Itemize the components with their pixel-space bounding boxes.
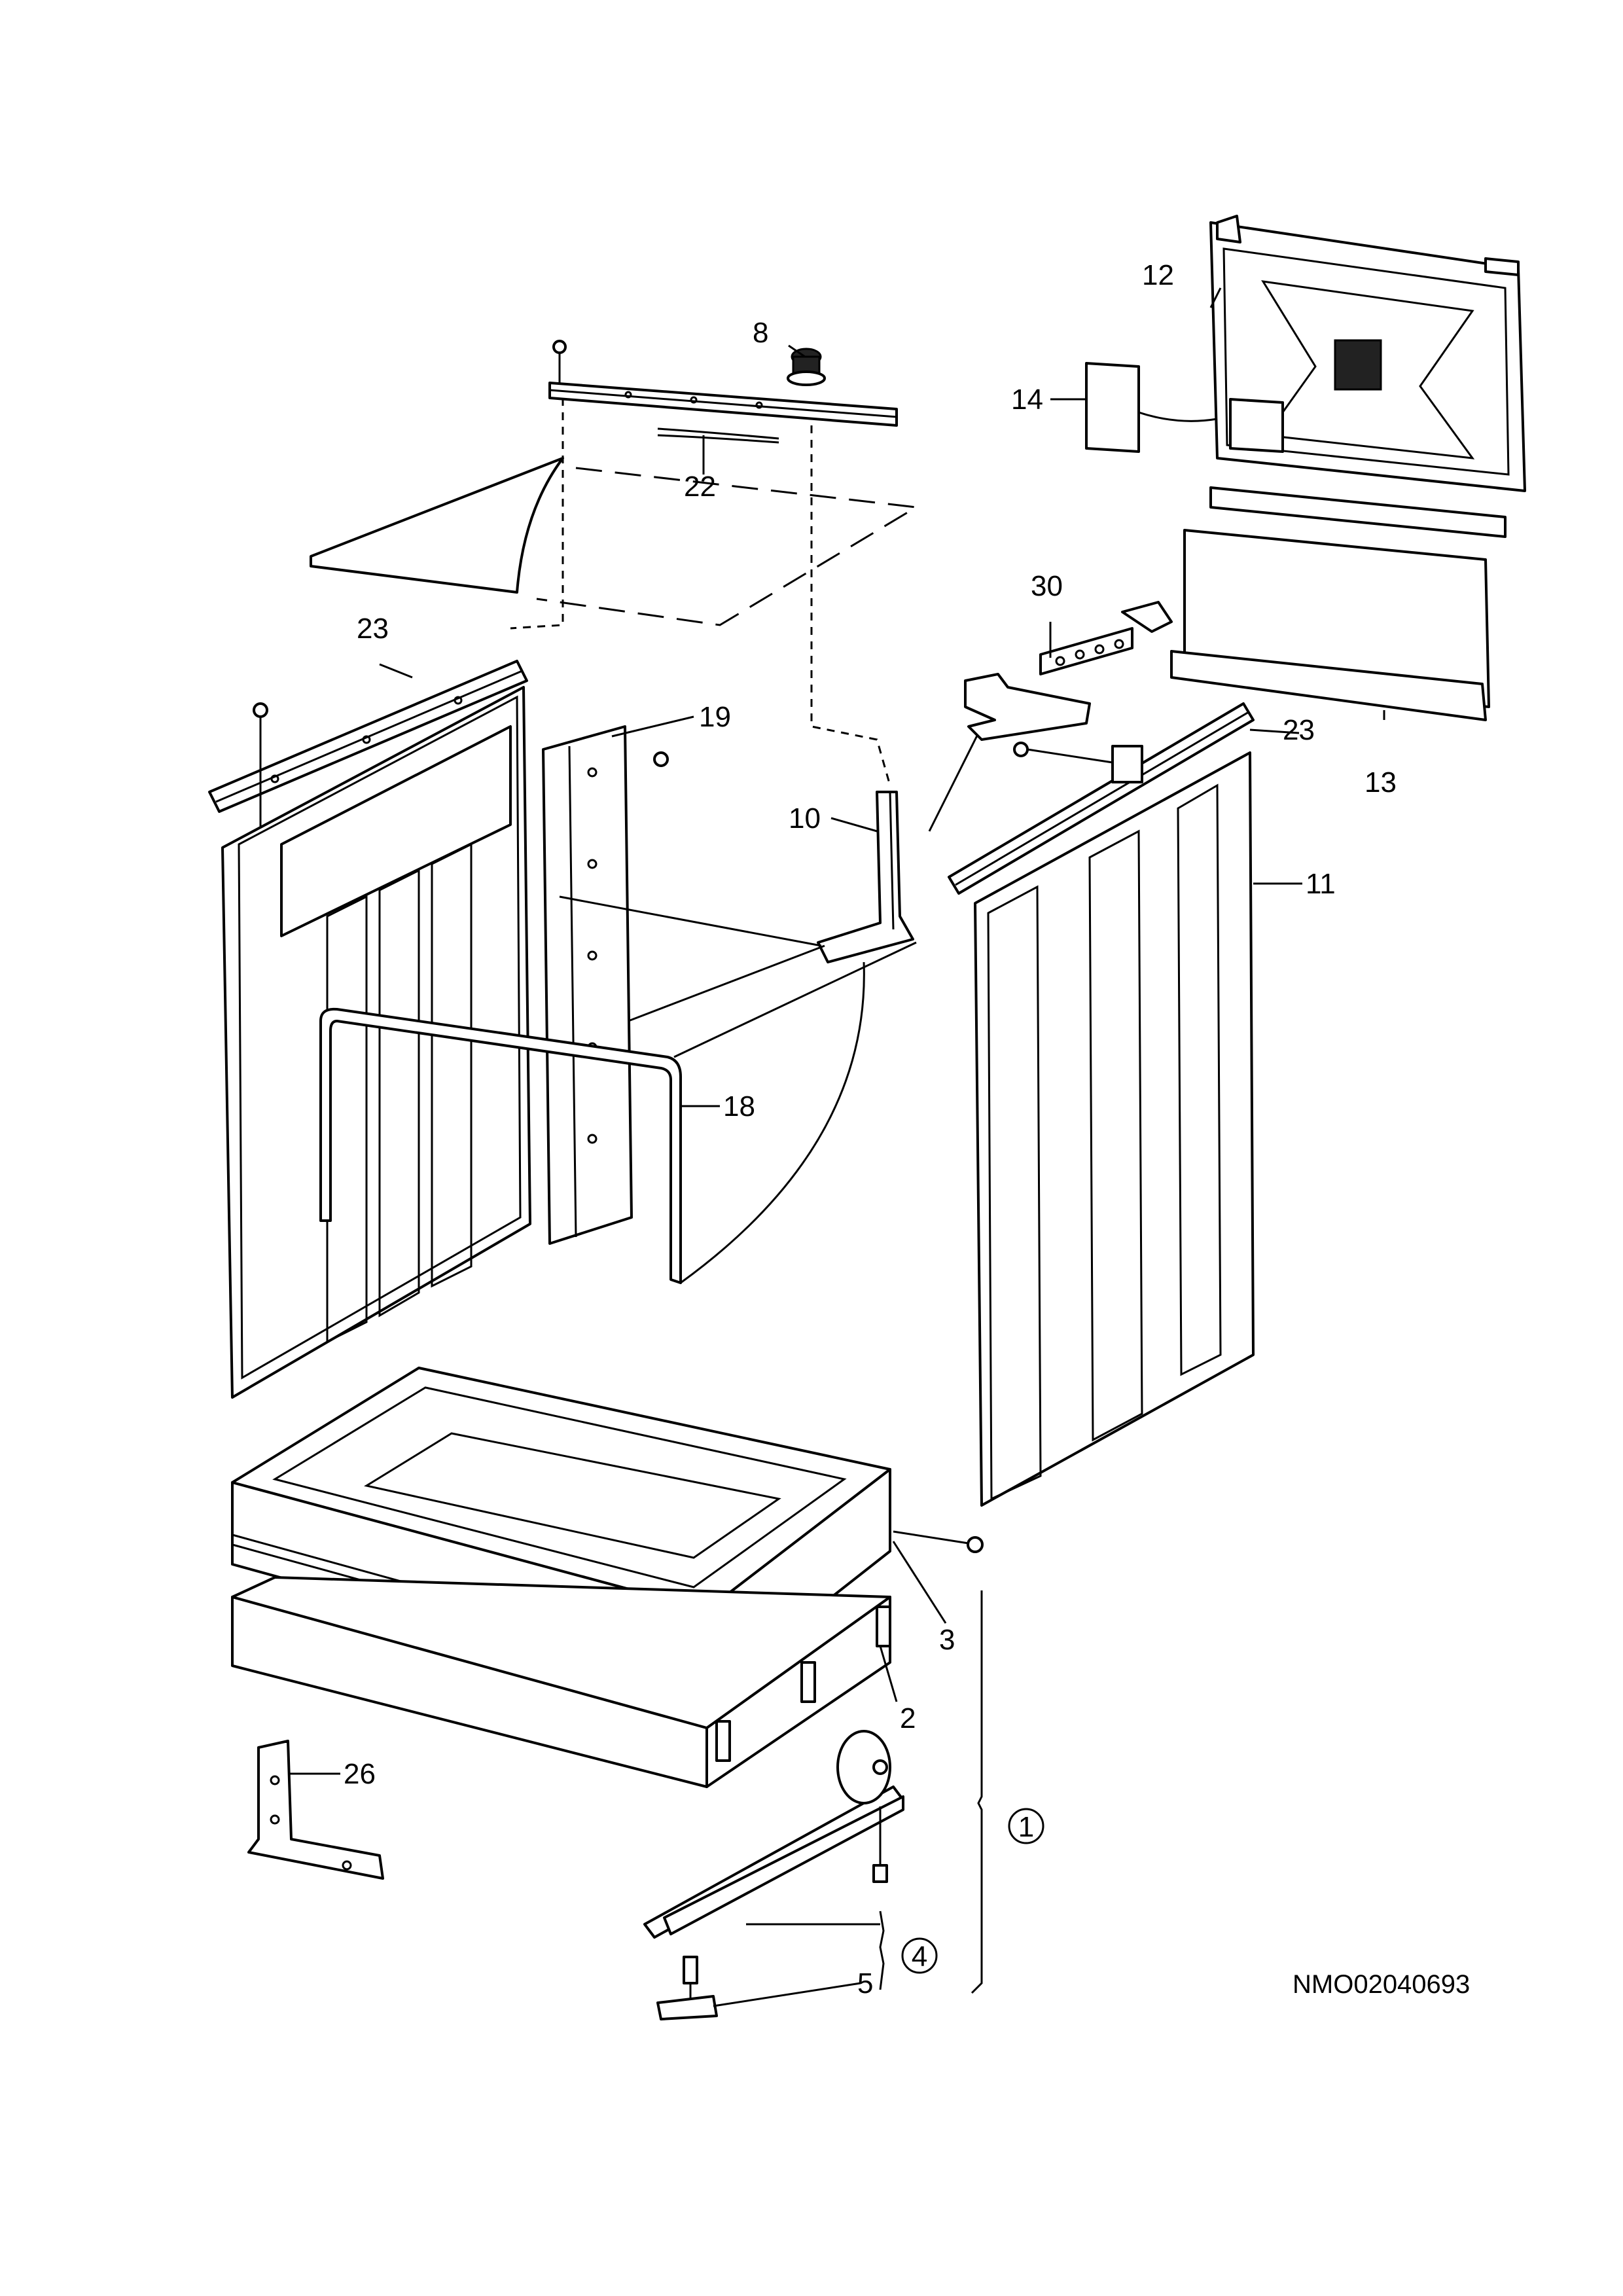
group-brackets (879, 1590, 983, 1994)
part-26-angle-bracket (247, 1740, 384, 1880)
callout-14: 14 (1011, 384, 1043, 416)
part-19-vertical-bracket (542, 725, 669, 1245)
part-8-grommet (787, 348, 826, 386)
left-side-screw (253, 702, 268, 831)
part-4-leg-rail (643, 1730, 904, 1939)
glass-outline-dashed (536, 467, 919, 626)
callout-23-left: 23 (357, 613, 389, 645)
part-11-right-side-panel (974, 751, 1255, 1507)
guide-line-left (510, 398, 564, 630)
glass-top-panel (310, 457, 564, 594)
part-30-terminal-block (1039, 601, 1173, 675)
part-18-u-frame (319, 1007, 682, 1284)
construction-lines (559, 726, 983, 1284)
callout-19: 19 (699, 701, 731, 733)
part-12-rear-panel (1209, 215, 1526, 492)
callout-22: 22 (684, 471, 716, 503)
callout-10: 10 (789, 802, 821, 834)
side-bracket (964, 673, 1091, 741)
callout-18: 18 (723, 1090, 755, 1122)
callout-8: 8 (753, 317, 768, 349)
leader-lines (288, 287, 1385, 2007)
callout-30: 30 (1031, 570, 1063, 602)
callout-11: 11 (1306, 868, 1336, 900)
part-13-base-tray (1170, 486, 1507, 721)
callout-13: 13 (1364, 766, 1397, 798)
part-5-leveling-foot (656, 1956, 718, 2020)
callout-1-circle (1008, 1808, 1044, 1844)
part-2-drawer (231, 1576, 891, 1788)
callout-2: 2 (900, 1702, 916, 1734)
right-side-screw (1013, 742, 1113, 764)
part-23-left-rail (208, 660, 528, 813)
callout-4: 4 (912, 1941, 927, 1973)
callout-3: 3 (939, 1624, 955, 1656)
part-14-cover-plate (1085, 362, 1218, 453)
callout-12: 12 (1142, 259, 1174, 291)
part-10-bracket (817, 791, 914, 963)
callout-1: 1 (1018, 1811, 1034, 1843)
guide-line-center (810, 425, 891, 786)
drawing-code: NMO02040693 (1293, 1970, 1470, 1999)
callout-5: 5 (857, 1967, 873, 2000)
left-side-panel (221, 686, 531, 1399)
part-23-right-rail (948, 702, 1255, 895)
part-22-spring-clips (657, 427, 779, 444)
callout-4-circle (901, 1937, 938, 1974)
callout-23-right: 23 (1283, 714, 1315, 746)
callout-26: 26 (344, 1758, 376, 1790)
top-rail (548, 340, 898, 427)
